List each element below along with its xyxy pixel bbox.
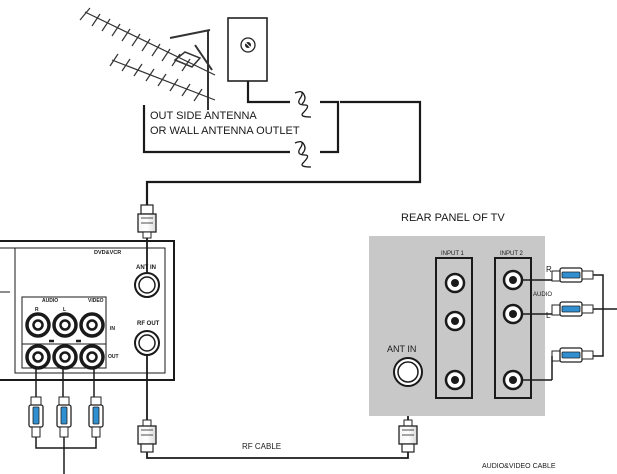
tv-ant-in-label: ANT IN [387, 344, 416, 354]
dvd-audio-r-out-jack[interactable] [25, 344, 51, 370]
tv-audio-label: AUDIO [533, 292, 552, 298]
input1-jack-bottom[interactable] [444, 369, 466, 391]
tv-rca-plug-l [551, 301, 594, 317]
dvd-ant-in-label: ANT IN [136, 265, 156, 271]
tv-av-cables [522, 274, 617, 381]
dvd-rf-out-label: RF OUT [137, 321, 160, 327]
tv-rca-plug-r [551, 267, 594, 283]
dvd-audio-r-in-jack[interactable] [25, 312, 51, 338]
dvd-audio-label: AUDIO [42, 298, 58, 304]
dvd-video-label: VIDEO [88, 298, 104, 304]
antenna-wires [142, 81, 422, 205]
dvd-out-label: OUT [108, 354, 119, 360]
rf-plug-dvd-bottom [137, 419, 157, 453]
dvd-rca-plug-video [88, 396, 104, 438]
dvd-rf-out-jack[interactable] [134, 330, 160, 356]
connector-symbol-top-icon [294, 91, 312, 118]
dvd-rca-plug-r [28, 396, 44, 438]
rf-plug-tv-bottom [398, 419, 418, 453]
dvd-r-label: R [35, 307, 39, 313]
tv-ant-in-jack[interactable] [393, 357, 423, 387]
tv-l-label: L [546, 311, 551, 320]
input1-jack-middle[interactable] [444, 310, 466, 332]
dvd-video-out-jack[interactable] [79, 344, 105, 370]
input2-jack-audio-l[interactable] [502, 303, 524, 325]
dvd-av-cables [35, 368, 97, 474]
wall-outlet-icon [227, 17, 268, 82]
antenna-label-line2: OR WALL ANTENNA OUTLET [150, 125, 300, 137]
dvd-rca-plug-l [56, 396, 72, 438]
dvd-in-label: IN [110, 326, 115, 332]
tv-rca-plug-video [551, 347, 594, 363]
dvd-video-in-jack[interactable] [79, 312, 105, 338]
antenna-icon [79, 7, 216, 110]
rear-panel-title: REAR PANEL OF TV [401, 212, 505, 224]
dvd-vcr-label: DVD&VCR [94, 250, 121, 256]
tv-r-label: R [546, 265, 552, 274]
dvd-audio-l-in-jack[interactable] [52, 312, 78, 338]
input1-jack-top[interactable] [444, 272, 466, 294]
rf-cable-label: RF CABLE [242, 442, 281, 451]
dvd-audio-l-out-jack[interactable] [52, 344, 78, 370]
antenna-label-line1: OUT SIDE ANTENNA [150, 110, 257, 122]
input2-label: INPUT 2 [500, 251, 524, 257]
input2-jack-video[interactable] [502, 369, 524, 391]
connector-symbol-bottom-icon [294, 141, 312, 168]
input1-label: INPUT 1 [441, 251, 465, 257]
dvd-l-label: L [63, 307, 66, 313]
rf-plug-top [137, 204, 157, 239]
av-cable-label: AUDIO&VIDEO CABLE [482, 463, 556, 470]
input2-jack-audio-r[interactable] [502, 269, 524, 291]
dvd-ant-in-jack[interactable] [134, 272, 160, 298]
